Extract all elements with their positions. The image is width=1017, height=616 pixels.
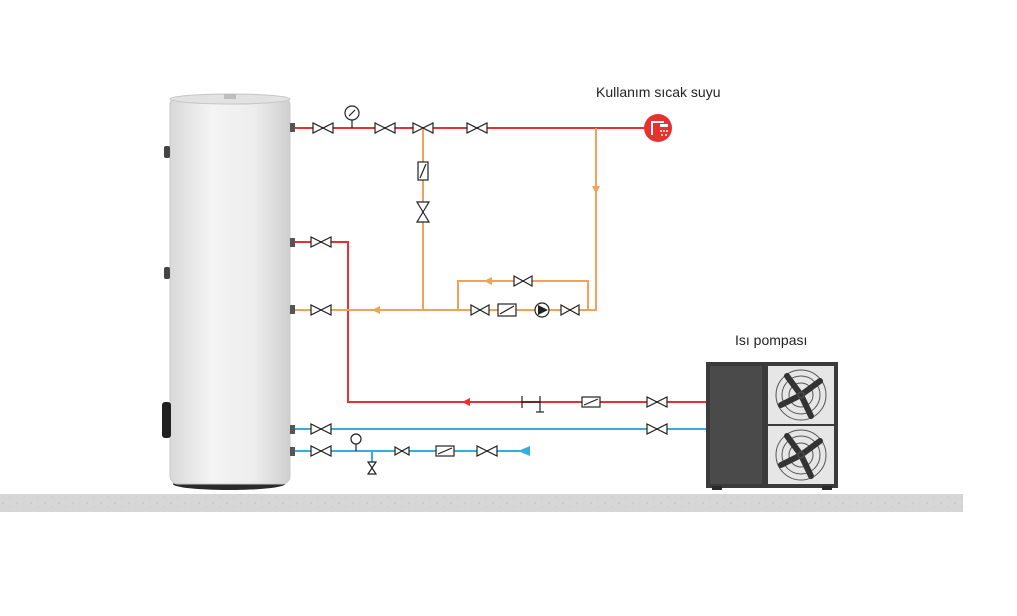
heat-pump-unit (706, 362, 838, 490)
gate-valve-icon (646, 396, 668, 408)
ground (0, 494, 963, 512)
circulation-pump-icon (534, 302, 550, 318)
gate-valve-icon (310, 423, 332, 435)
gate-valve-icon (310, 236, 332, 248)
gate-valve-icon (366, 461, 378, 475)
fan-icon (775, 369, 827, 421)
gate-valve-icon (374, 122, 396, 134)
storage-tank (162, 93, 295, 490)
gate-valve-icon (415, 201, 431, 223)
gate-valve-icon (312, 122, 334, 134)
gate-valve-icon (310, 304, 332, 316)
gate-valve-icon (466, 122, 488, 134)
gate-valve-icon (310, 445, 332, 457)
filters (417, 161, 601, 457)
gate-valve-icon (476, 445, 498, 457)
gate-valve-icon (646, 423, 668, 435)
fan-icon (775, 429, 827, 481)
recirculation-line (295, 128, 597, 311)
pressure-gauge-icon (350, 433, 362, 445)
hot-water-use-label: Kullanım sıcak suyu (596, 84, 721, 100)
pressure-gauges (344, 105, 362, 451)
gate-valve-icon (560, 303, 580, 317)
check-valve-icon (521, 396, 544, 413)
gate-valve-icon (470, 303, 490, 317)
gate-valve-icon (513, 274, 533, 288)
shower-icon (644, 114, 672, 142)
flow-arrows (372, 186, 600, 456)
heat-pump-label: Isı pompası (735, 332, 808, 348)
pipe-network (295, 127, 706, 464)
gate-valve-icon (412, 122, 434, 134)
heating-flow-line (295, 241, 706, 403)
gate-valve-icon (394, 445, 410, 457)
valves (310, 122, 668, 475)
